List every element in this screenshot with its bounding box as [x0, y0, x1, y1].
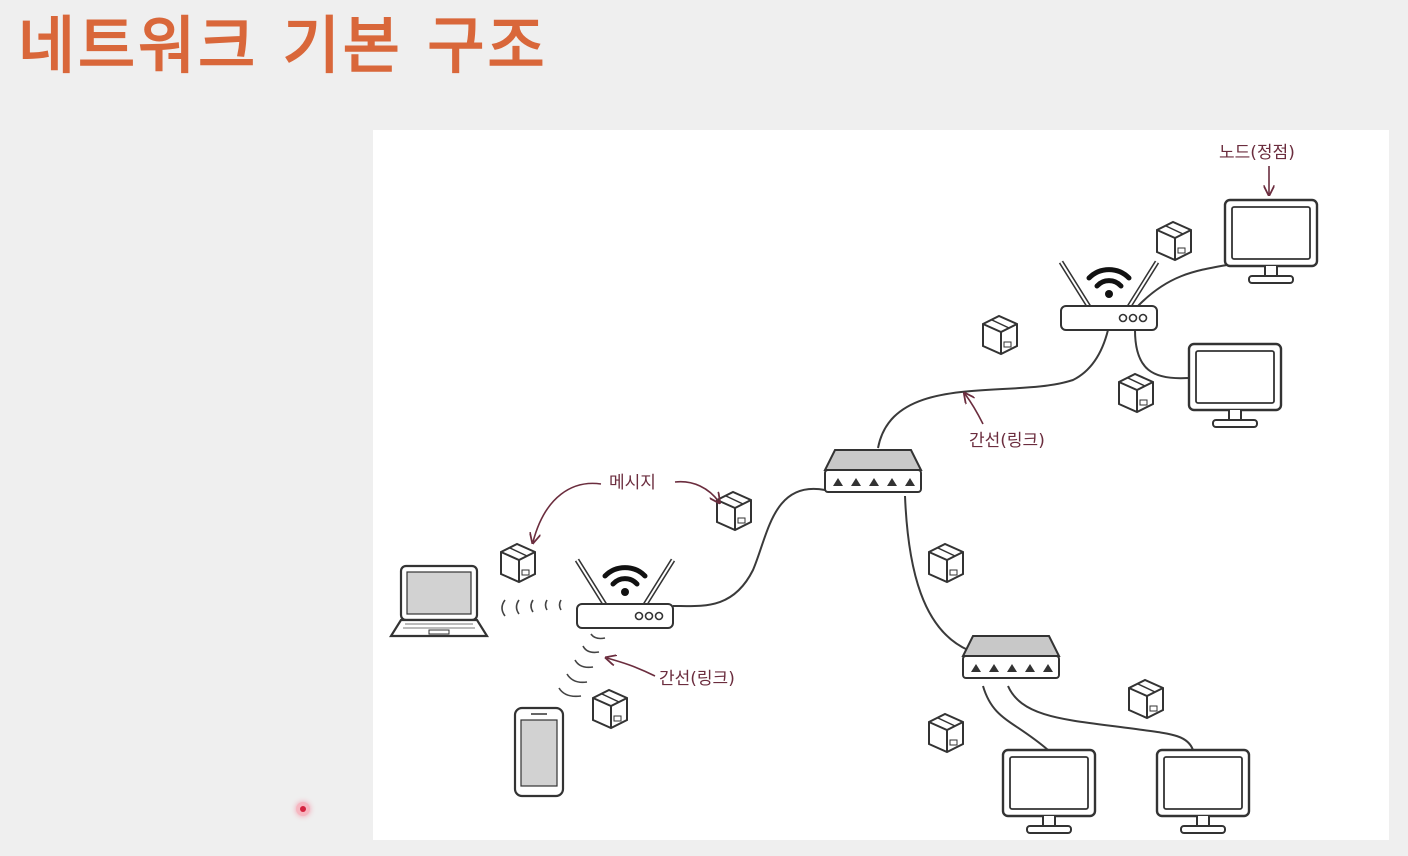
switch-hub-center [824, 449, 922, 493]
router-top-right [1061, 262, 1157, 330]
network-diagram: 노드(정점) 간선(링크) 메시지 간선(링크) [373, 130, 1389, 840]
edge-arrow-bottom [607, 658, 656, 677]
message-packet-icon [1128, 679, 1164, 719]
wireless-signal-laptop [501, 599, 562, 617]
message-packet-icon [928, 713, 964, 753]
monitor-bottom-left [1001, 748, 1097, 835]
link-hub-router-left [672, 487, 826, 608]
message-packet-icon [982, 315, 1018, 355]
link-hub-hub-lower [904, 495, 969, 651]
router-left [577, 560, 673, 628]
link-hub-lower-monitor-right [1007, 685, 1194, 751]
smartphone-icon [513, 706, 565, 798]
message-packet-icon [1156, 221, 1192, 261]
message-packet-icon [1118, 373, 1154, 413]
slide-title: 네트워크 기본 구조 [18, 9, 548, 82]
edge-label-top: 간선(링크) [969, 431, 1045, 451]
monitor-bottom-right [1155, 748, 1251, 835]
message-packet-icon [592, 689, 628, 729]
network-links [672, 261, 1244, 751]
message-packet-icon [928, 543, 964, 583]
laptop-icon [389, 564, 489, 638]
node-label: 노드(정점) [1219, 143, 1295, 163]
switch-hub-lower [962, 635, 1060, 679]
message-packet-icon [500, 543, 536, 583]
message-packet-icon [716, 491, 752, 531]
monitor-middle-right [1187, 342, 1283, 429]
edge-arrow-top [965, 394, 984, 425]
message-arrow-right [674, 480, 719, 502]
link-hub-lower-monitor-left [982, 685, 1049, 751]
message-label: 메시지 [609, 473, 656, 493]
edge-label-bottom: 간선(링크) [659, 669, 735, 689]
wireless-signal-phone [558, 633, 606, 698]
monitor-top-right [1223, 198, 1319, 285]
link-hub-router-top [877, 329, 1109, 449]
link-router-top-monitor-mid [1134, 329, 1189, 380]
message-arrow-left [533, 482, 602, 542]
presenter-pointer [296, 802, 310, 816]
